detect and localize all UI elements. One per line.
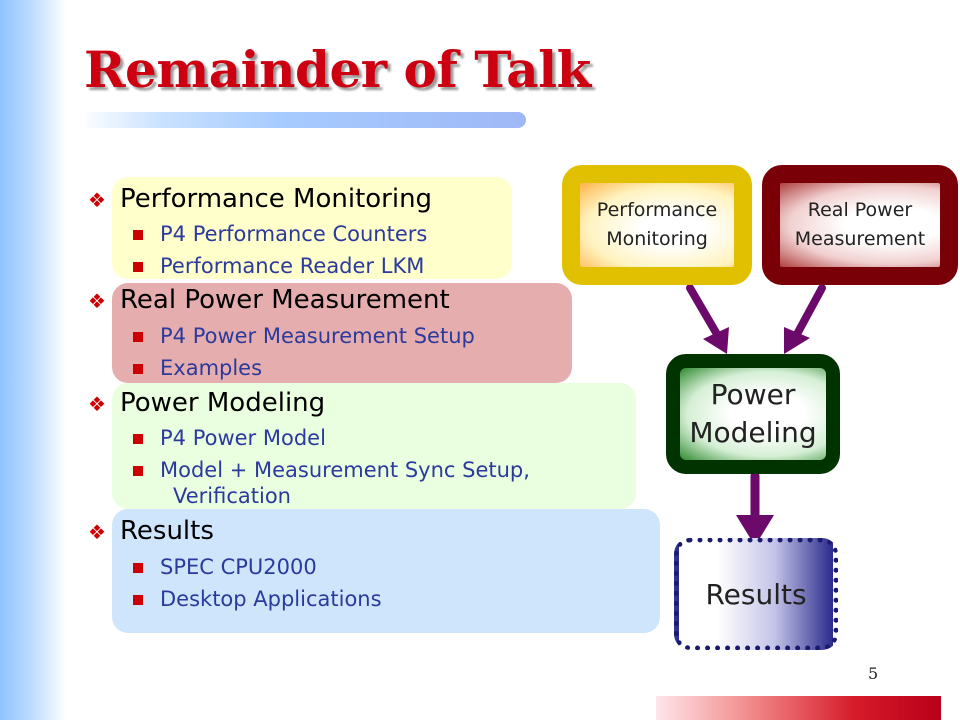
square-bullet-icon (133, 563, 143, 573)
diamond-bullet-icon: ❖ (88, 520, 106, 544)
list-item-continuation: Verification (173, 484, 291, 508)
real-power-measurement-box: Real Power Measurement (762, 165, 958, 285)
list-item: P4 Power Model (160, 426, 326, 450)
performance-monitoring-panel (112, 177, 512, 279)
performance-monitoring-box: Performance Monitoring (562, 165, 752, 285)
results-panel (112, 509, 660, 633)
list-item: P4 Performance Counters (160, 222, 428, 246)
left-gradient-bar (0, 0, 66, 720)
title-underline-bar (80, 112, 526, 128)
diagram-label: Monitoring (606, 228, 708, 250)
square-bullet-icon (133, 332, 143, 342)
page-number: 5 (868, 664, 879, 683)
results-box: Results (674, 538, 838, 650)
section-title-power-modeling: Power Modeling (120, 388, 326, 418)
diamond-bullet-icon: ❖ (88, 392, 106, 416)
power-modeling-panel (112, 383, 636, 509)
list-item: Performance Reader LKM (160, 254, 425, 278)
square-bullet-icon (133, 466, 143, 476)
arrow-performance-to-modeling-icon (686, 284, 729, 354)
diagram-label: Performance (596, 199, 718, 221)
arrow-modeling-to-results-icon (736, 471, 774, 546)
diagram-label: Results (705, 577, 807, 611)
diagram-label: Power (710, 378, 796, 411)
square-bullet-icon (133, 262, 143, 272)
section-title-performance-monitoring: Performance Monitoring (120, 184, 433, 214)
diagram-label: Measurement (794, 228, 926, 250)
section-title-results: Results (120, 516, 214, 546)
square-bullet-icon (133, 230, 143, 240)
footer-gradient-bar (656, 696, 941, 720)
diagram-label: Real Power (807, 199, 913, 221)
diamond-bullet-icon: ❖ (88, 289, 106, 313)
square-bullet-icon (133, 364, 143, 374)
real-power-measurement-panel (112, 283, 572, 383)
square-bullet-icon (133, 434, 143, 444)
arrow-real-power-to-modeling-icon (784, 284, 826, 354)
power-modeling-box: Power Modeling (666, 354, 840, 474)
section-title-real-power-measurement: Real Power Measurement (120, 285, 450, 315)
slide-title: Remainder of Talk (84, 40, 591, 99)
list-item: SPEC CPU2000 (160, 555, 317, 579)
diamond-bullet-icon: ❖ (88, 188, 106, 212)
list-item: Desktop Applications (160, 587, 382, 611)
list-item: P4 Power Measurement Setup (160, 324, 475, 348)
list-item: Model + Measurement Sync Setup, (160, 458, 530, 482)
diagram-label: Modeling (689, 416, 817, 449)
list-item: Examples (160, 356, 263, 380)
square-bullet-icon (133, 595, 143, 605)
